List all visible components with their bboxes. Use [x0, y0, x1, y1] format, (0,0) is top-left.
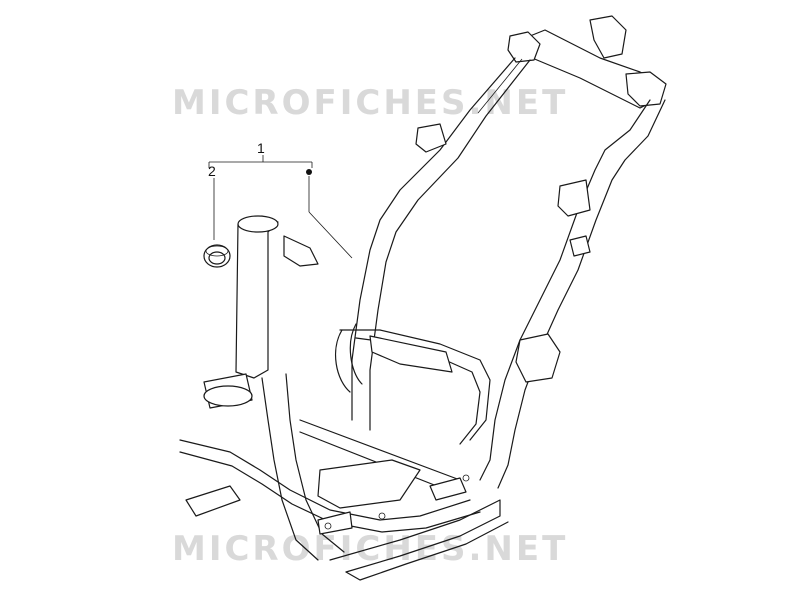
watermark-top: MICROFICHES.NET: [172, 83, 569, 123]
callout-dot: [306, 169, 312, 175]
callout-label-1: 1: [257, 140, 265, 156]
callout-label-2: 2: [208, 163, 216, 179]
callout-lines: [208, 155, 353, 259]
bushing-ring: [203, 244, 231, 268]
frame-assembly: [179, 15, 667, 581]
